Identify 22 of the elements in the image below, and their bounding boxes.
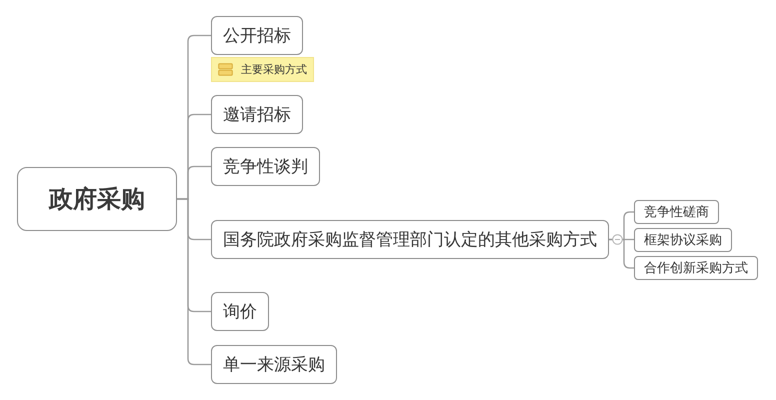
subtopic-box xyxy=(211,95,303,134)
subtopic-box xyxy=(211,147,320,186)
note-text: 主要采购方式 xyxy=(241,62,307,77)
detail-topic-box xyxy=(634,228,732,252)
subtopic-box xyxy=(211,16,303,55)
subtopic-text: 公开招标 xyxy=(223,25,291,47)
detail-topic-text: 竞争性磋商 xyxy=(644,204,709,221)
central-topic-text: 政府采购 xyxy=(49,184,145,215)
detail-topic-box xyxy=(634,256,758,280)
central-topic-box xyxy=(17,167,177,231)
subtopic-box xyxy=(211,292,269,331)
subtopic-text: 邀请招标 xyxy=(223,104,291,126)
detail-topic-text: 框架协议采购 xyxy=(644,232,722,249)
detail-topic-text: 合作创新采购方式 xyxy=(644,260,748,277)
connector-line xyxy=(177,198,211,366)
subtopic-box xyxy=(211,345,337,384)
subtopic-text: 国务院政府采购监督管理部门认定的其他采购方式 xyxy=(223,229,597,251)
subtopic-text: 单一来源采购 xyxy=(223,354,325,376)
subtopic-text: 询价 xyxy=(223,301,257,323)
subtopic-text: 竞争性谈判 xyxy=(223,156,308,178)
detail-topic-box xyxy=(634,200,719,224)
subtopic-box xyxy=(211,220,609,259)
